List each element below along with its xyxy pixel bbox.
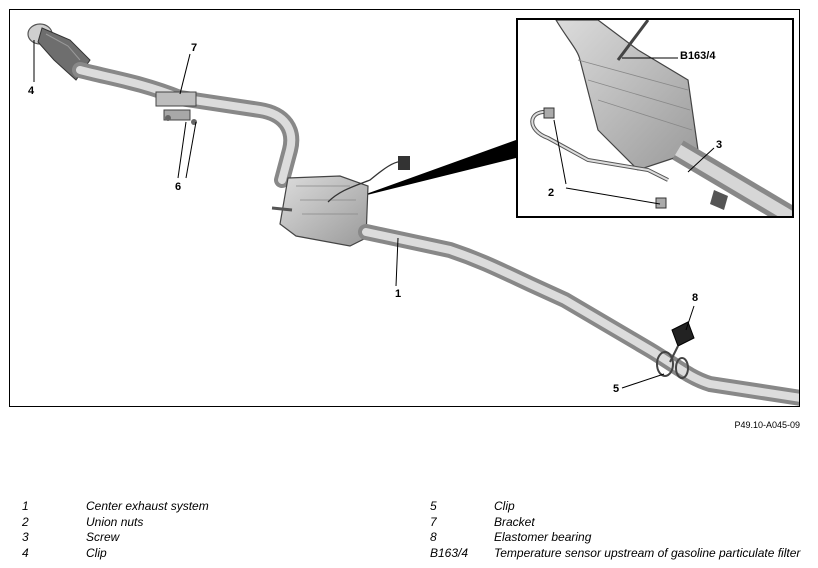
callout-5: 5 [613,383,620,395]
callout-inset-2: 2 [548,187,555,199]
elastomer-bearing [669,321,695,363]
callout-6: 6 [175,181,182,193]
detail-drawing [530,20,792,216]
legend-text: Bracket [494,514,535,529]
legend-number: 2 [22,514,29,529]
legend-number: 5 [430,499,437,513]
callout-1: 1 [395,288,402,300]
zoom-indicator [355,140,516,198]
legend-text: Clip [494,499,515,513]
figure-code: P49.10-A045-09 [734,420,800,430]
rear-clip [656,351,689,379]
legend-number: B163/4 [430,545,469,560]
bracket [155,91,197,125]
callout-b163-4: B163/4 [680,50,716,62]
leader-lines [33,40,695,389]
legend-text: Screw [86,530,120,544]
legend-number: 3 [22,530,29,544]
legend-text: Clip [86,545,107,560]
callout-4: 4 [28,85,35,97]
exhaust-drawing [27,23,799,406]
legend-number: 4 [22,545,29,560]
diagram-frame: B163/4 2 3 4 7 6 1 8 5 [9,9,800,407]
legend-text: Elastomer bearing [494,530,592,544]
legend-text: Union nuts [86,514,144,529]
legend-text: Temperature sensor upstream of gasoline … [494,545,801,560]
callout-7: 7 [191,42,198,54]
legend-number: 1 [22,499,29,513]
particulate-filter [271,156,410,247]
legend-number: 7 [430,514,437,529]
legend-text: Center exhaust system [86,499,209,513]
detail-inset: B163/4 2 3 [516,18,794,218]
callout-8: 8 [692,292,699,304]
legend-number: 8 [430,530,437,544]
callout-inset-3: 3 [716,139,723,151]
